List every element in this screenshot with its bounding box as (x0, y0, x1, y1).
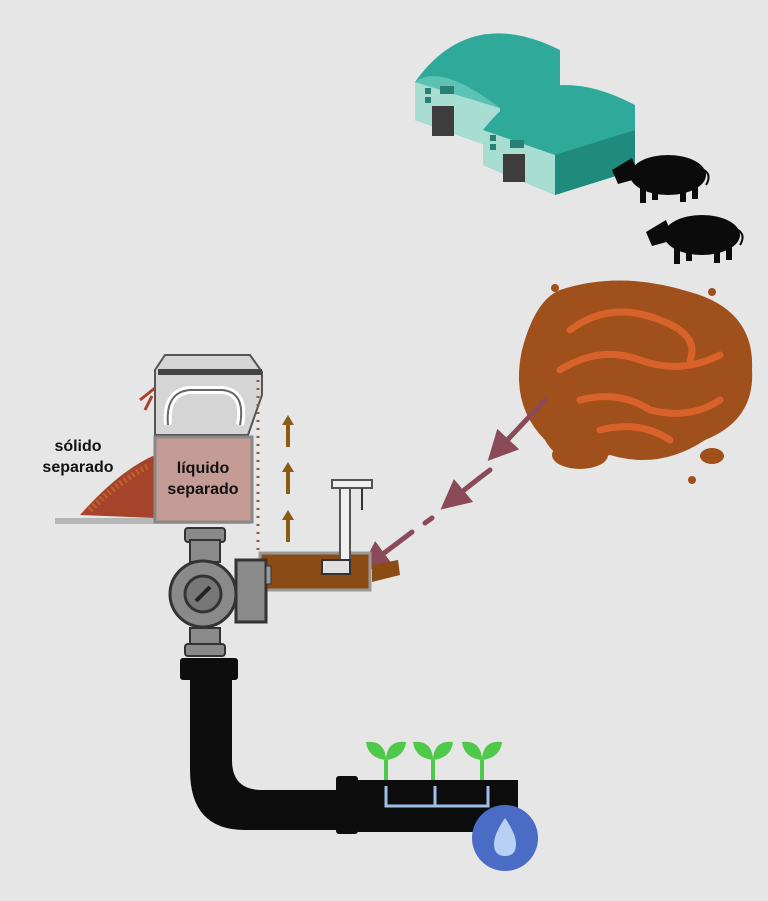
flow-arrow (282, 415, 294, 542)
pig-icon (612, 155, 710, 203)
manure-icon (518, 280, 753, 484)
pump-icon (168, 527, 272, 657)
solid-label-line1: sólido (54, 438, 102, 455)
liquid-label-line1: líquido (176, 460, 230, 477)
solid-label-line2: separado (42, 459, 114, 476)
plant-icon (366, 741, 406, 780)
pig-icon (646, 215, 744, 264)
liquid-separated-label: líquido separado (157, 458, 249, 500)
pipe-icon (180, 658, 518, 834)
solid-separated-label: sólido separado (28, 436, 128, 478)
barn-icon (415, 33, 635, 195)
tank-icon (258, 479, 400, 592)
liquid-label-line2: separado (167, 481, 239, 498)
plant-icon (413, 741, 453, 780)
separator-icon (55, 354, 263, 553)
water-drop-icon (472, 805, 538, 871)
flow-arrow (359, 397, 548, 571)
plant-icon (462, 741, 502, 780)
